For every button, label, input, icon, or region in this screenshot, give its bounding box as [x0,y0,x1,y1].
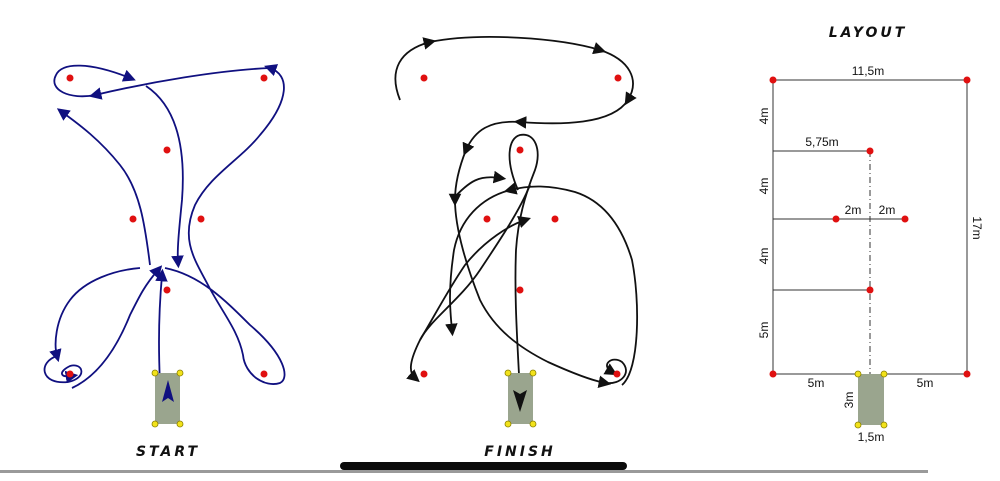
cone [163,146,171,154]
cone [963,76,971,84]
cone [901,215,909,223]
base-left-label: 5m [808,376,825,390]
finish-caption: FINISH [484,444,556,460]
cone [832,215,840,223]
bottom-divider [0,470,928,473]
cone [866,286,874,294]
layout-cones [769,76,971,378]
start-route [43,64,286,421]
layout-lines [772,79,968,375]
layout-dimension-labels: 11,5m 5,75m 2m 2m 5m 5m 1,5m 4m 4m 4m 5m… [757,64,984,444]
total-width-label: 11,5m [852,64,884,78]
start-diagram: START [43,64,286,460]
cone [260,74,268,82]
segment-4-label: 5m [757,322,771,339]
cone [769,76,777,84]
cone [963,370,971,378]
cone [260,370,268,378]
start-box [151,369,184,428]
cone [613,370,621,378]
start-caption: START [136,444,200,460]
finish-box [504,369,537,428]
layout-caption: LAYOUT [829,25,908,41]
cone [66,370,74,378]
cone [769,370,777,378]
finish-route [394,36,639,402]
right-offset-label: 2m [879,203,896,217]
total-length-label: 17m [970,216,984,239]
layout-box [854,370,888,429]
cone [516,146,524,154]
cone [866,147,874,155]
cone [197,215,205,223]
cone [551,215,559,223]
layout-diagram: LAYOUT [757,25,984,444]
cone [66,74,74,82]
start-cones [66,74,268,378]
box-width-label: 1,5m [858,430,885,444]
finish-direction-arrow [513,390,527,412]
cone [420,370,428,378]
segment-3-label: 4m [757,248,771,265]
segment-1-label: 4m [757,108,771,125]
cone [163,286,171,294]
cone [129,215,137,223]
half-width-label: 5,75m [805,135,838,149]
cone [483,215,491,223]
box-length-label: 3m [842,392,856,409]
base-right-label: 5m [917,376,934,390]
cone [420,74,428,82]
start-direction-arrow [162,380,174,402]
segment-2-label: 4m [757,178,771,195]
left-offset-label: 2m [845,203,862,217]
cone [614,74,622,82]
finish-cones [420,74,622,378]
cone [516,286,524,294]
finish-diagram: FINISH [394,36,639,460]
scroll-indicator[interactable] [340,462,627,470]
